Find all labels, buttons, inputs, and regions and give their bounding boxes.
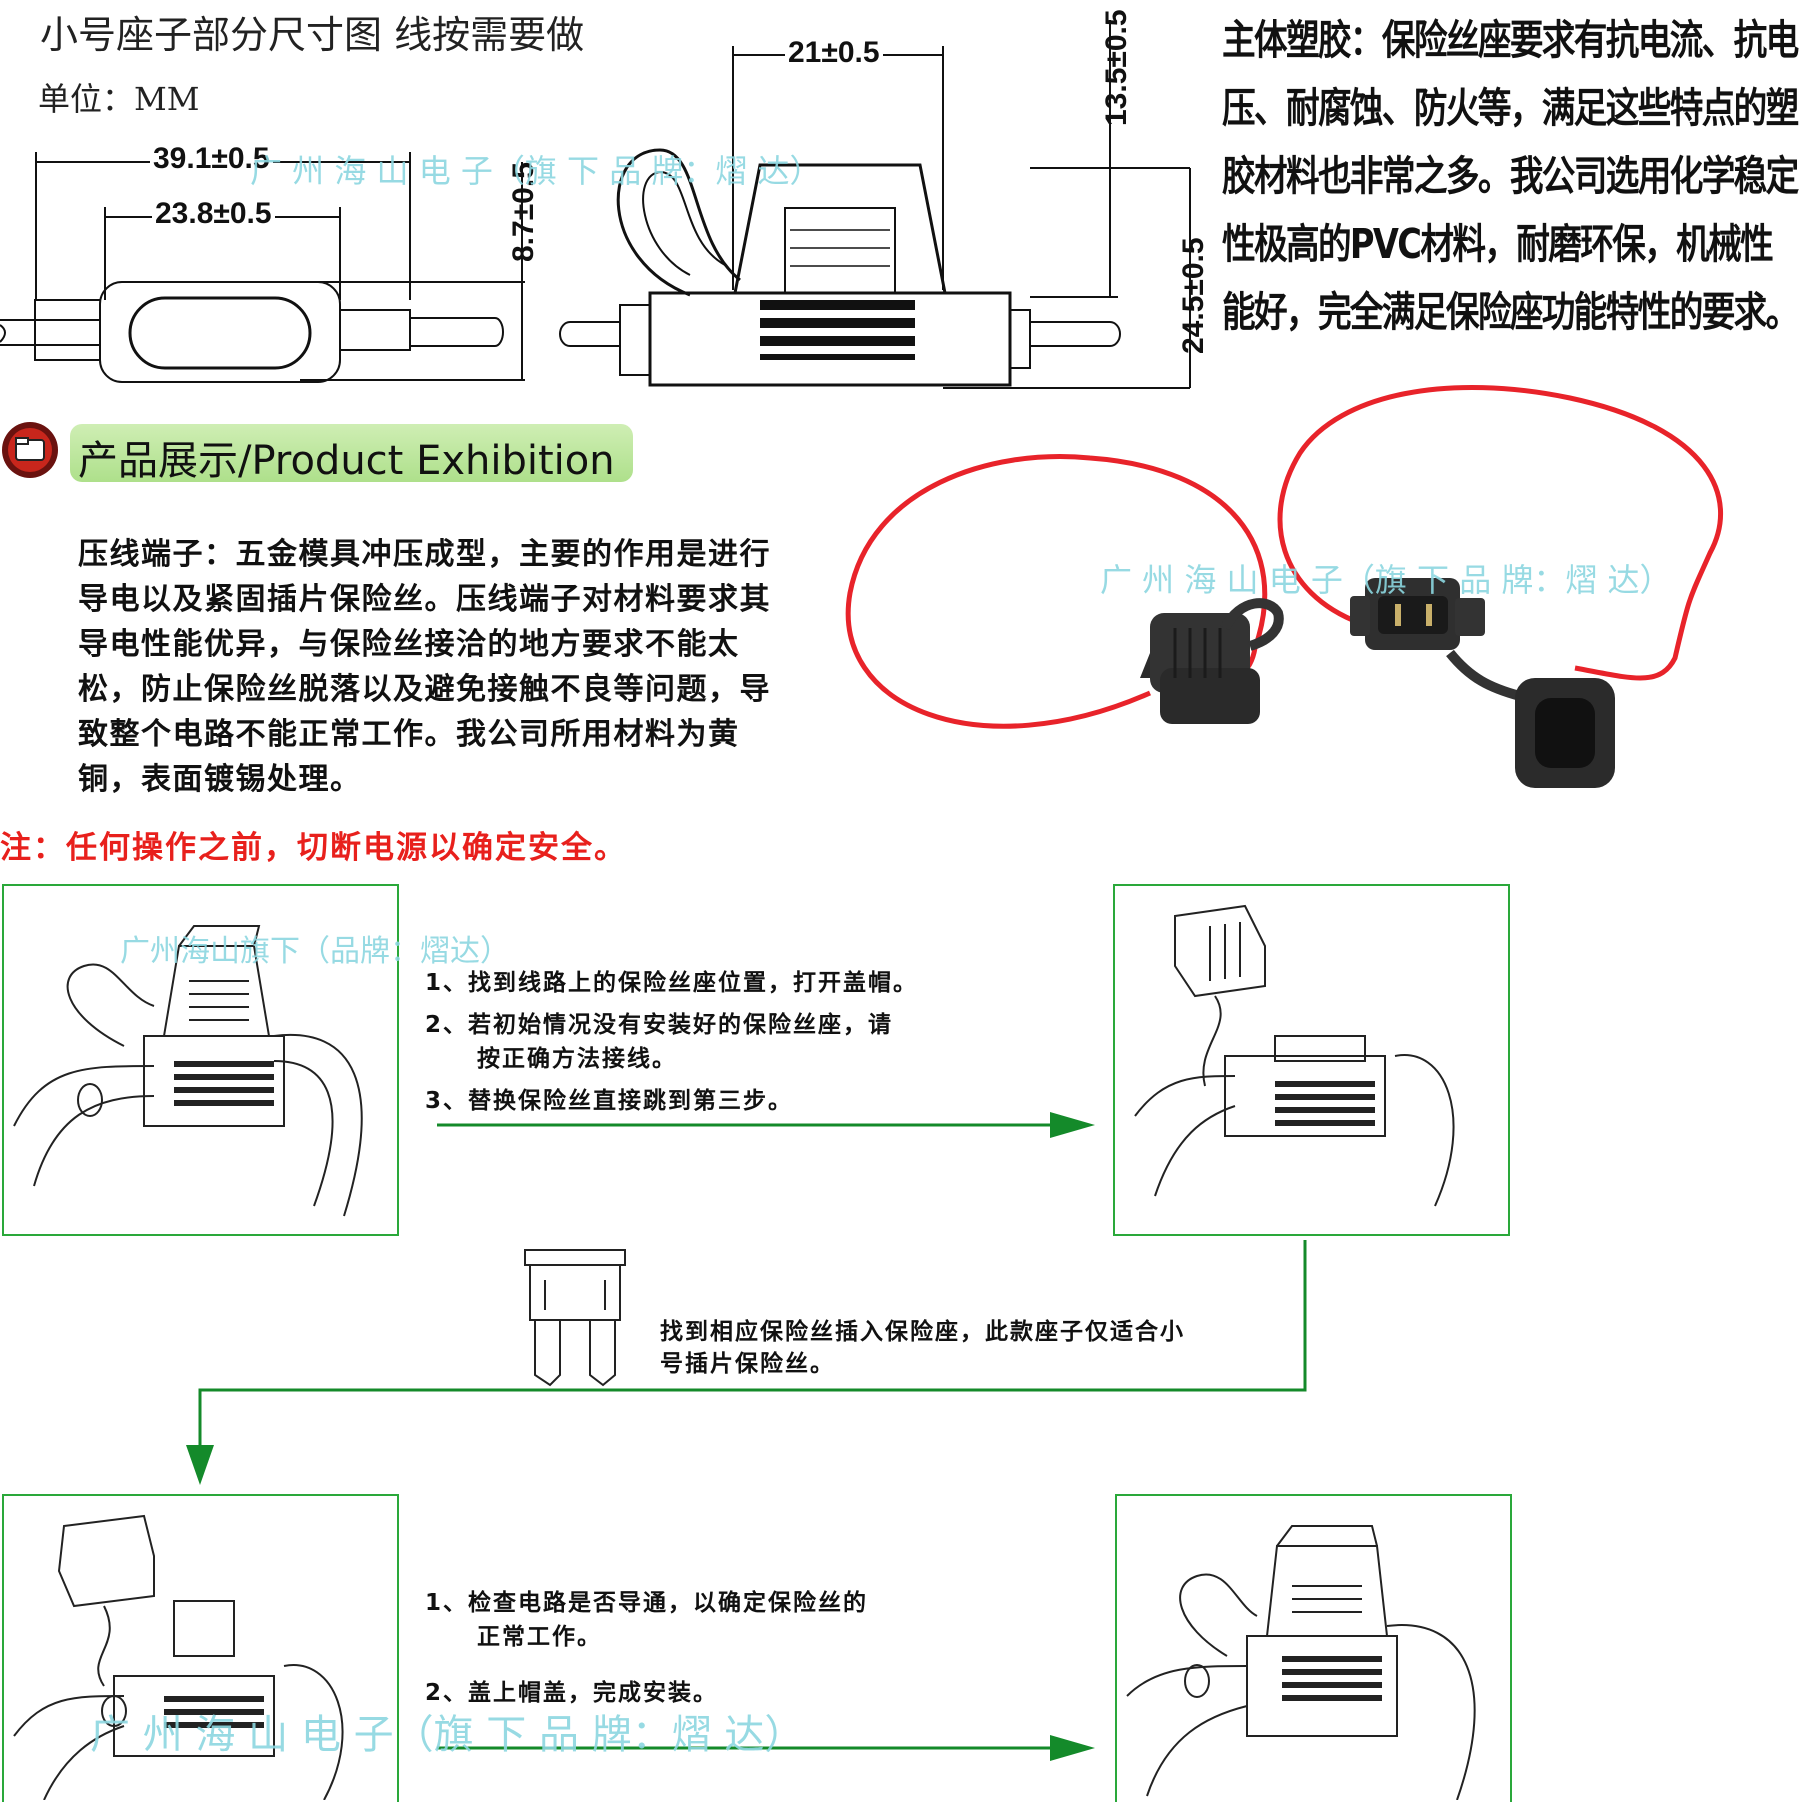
- safety-note: 注：任何操作之前，切断电源以确定安全。: [0, 830, 627, 866]
- dim-height-24-5: 24.5±0.5: [1177, 237, 1210, 354]
- watermark-top: 广 州 海 山 电 子（旗 下 品 牌：熠 达）: [250, 152, 822, 190]
- step-box-3: [2, 1494, 399, 1802]
- dim-width-39: 39.1±0.5: [150, 142, 273, 176]
- section-title: 产品展示/Product Exhibition: [78, 438, 615, 484]
- plastic-description: 主体塑胶：保险丝座要求有抗电流、抗电压、耐腐蚀、防火等，满足这些特点的塑胶材料也…: [1222, 16, 1799, 336]
- steps-group-1: 1、找到线路上的保险丝座位置，打开盖帽。 2、若初始情况没有安装好的保险丝座，请…: [425, 966, 1075, 1126]
- right-fuse-holder: [1350, 578, 1615, 788]
- watermark-middle: 广 州 海 山 电 子（旗 下 品 牌：熠 达）: [1100, 561, 1672, 599]
- holder-closed-illustration: [13, 925, 363, 1217]
- product-photo: [845, 384, 1724, 788]
- cap-text: 2、盖上帽盖，完成安装。: [425, 1680, 719, 1706]
- dimension-drawing: [0, 20, 1191, 389]
- step-2-text: 2、若初始情况没有安装好的保险丝座，请: [425, 1012, 894, 1038]
- dim-width-21: 21±0.5: [785, 36, 883, 70]
- steps-group-2: 找到相应保险丝插入保险座，此款座子仅适合小 号插片保险丝。: [660, 1316, 1270, 1380]
- insert-fuse-text-cont: 号插片保险丝。: [660, 1351, 835, 1377]
- step-1-text: 1、找到线路上的保险丝座位置，打开盖帽。: [425, 970, 919, 996]
- holder-fuse-inserted-illustration: [13, 1514, 344, 1800]
- flow-arrows: [186, 1112, 1307, 1761]
- step-3-text: 3、替换保险丝直接跳到第三步。: [425, 1088, 794, 1114]
- watermark-step1: 广州海山旗下（品牌：熠达）: [120, 934, 510, 969]
- step-box-1: [2, 884, 399, 1236]
- check-circuit-text: 1、检查电路是否导通，以确定保险丝的: [425, 1590, 869, 1616]
- steps-group-3: 1、检查电路是否导通，以确定保险丝的 正常工作。 2、盖上帽盖，完成安装。: [425, 1586, 985, 1718]
- blade-fuse-icon: [524, 1249, 626, 1387]
- watermark-bottom: 广 州 海 山 电 子（旗 下 品 牌：熠 达）: [90, 1712, 805, 1758]
- left-fuse-holder: [1140, 598, 1284, 724]
- unit-label: 单位：MM: [38, 80, 200, 118]
- holder-capped-illustration: [1126, 1525, 1476, 1800]
- section-badge: [70, 424, 633, 482]
- folder-icon: [2, 422, 58, 478]
- dim-width-23: 23.8±0.5: [152, 197, 275, 231]
- diagram-title: 小号座子部分尺寸图 线按需要做: [40, 13, 585, 57]
- check-circuit-text-cont: 正常工作。: [477, 1624, 602, 1650]
- step-2-text-cont: 按正确方法接线。: [477, 1046, 677, 1072]
- dim-height-13-5: 13.5±0.5: [1100, 9, 1133, 126]
- holder-open-illustration: [1134, 904, 1455, 1207]
- insert-fuse-text: 找到相应保险丝插入保险座，此款座子仅适合小: [660, 1319, 1185, 1345]
- terminal-description: 压线端子：五金模具冲压成型，主要的作用是进行导电以及紧固插片保险丝。压线端子对材…: [78, 537, 771, 797]
